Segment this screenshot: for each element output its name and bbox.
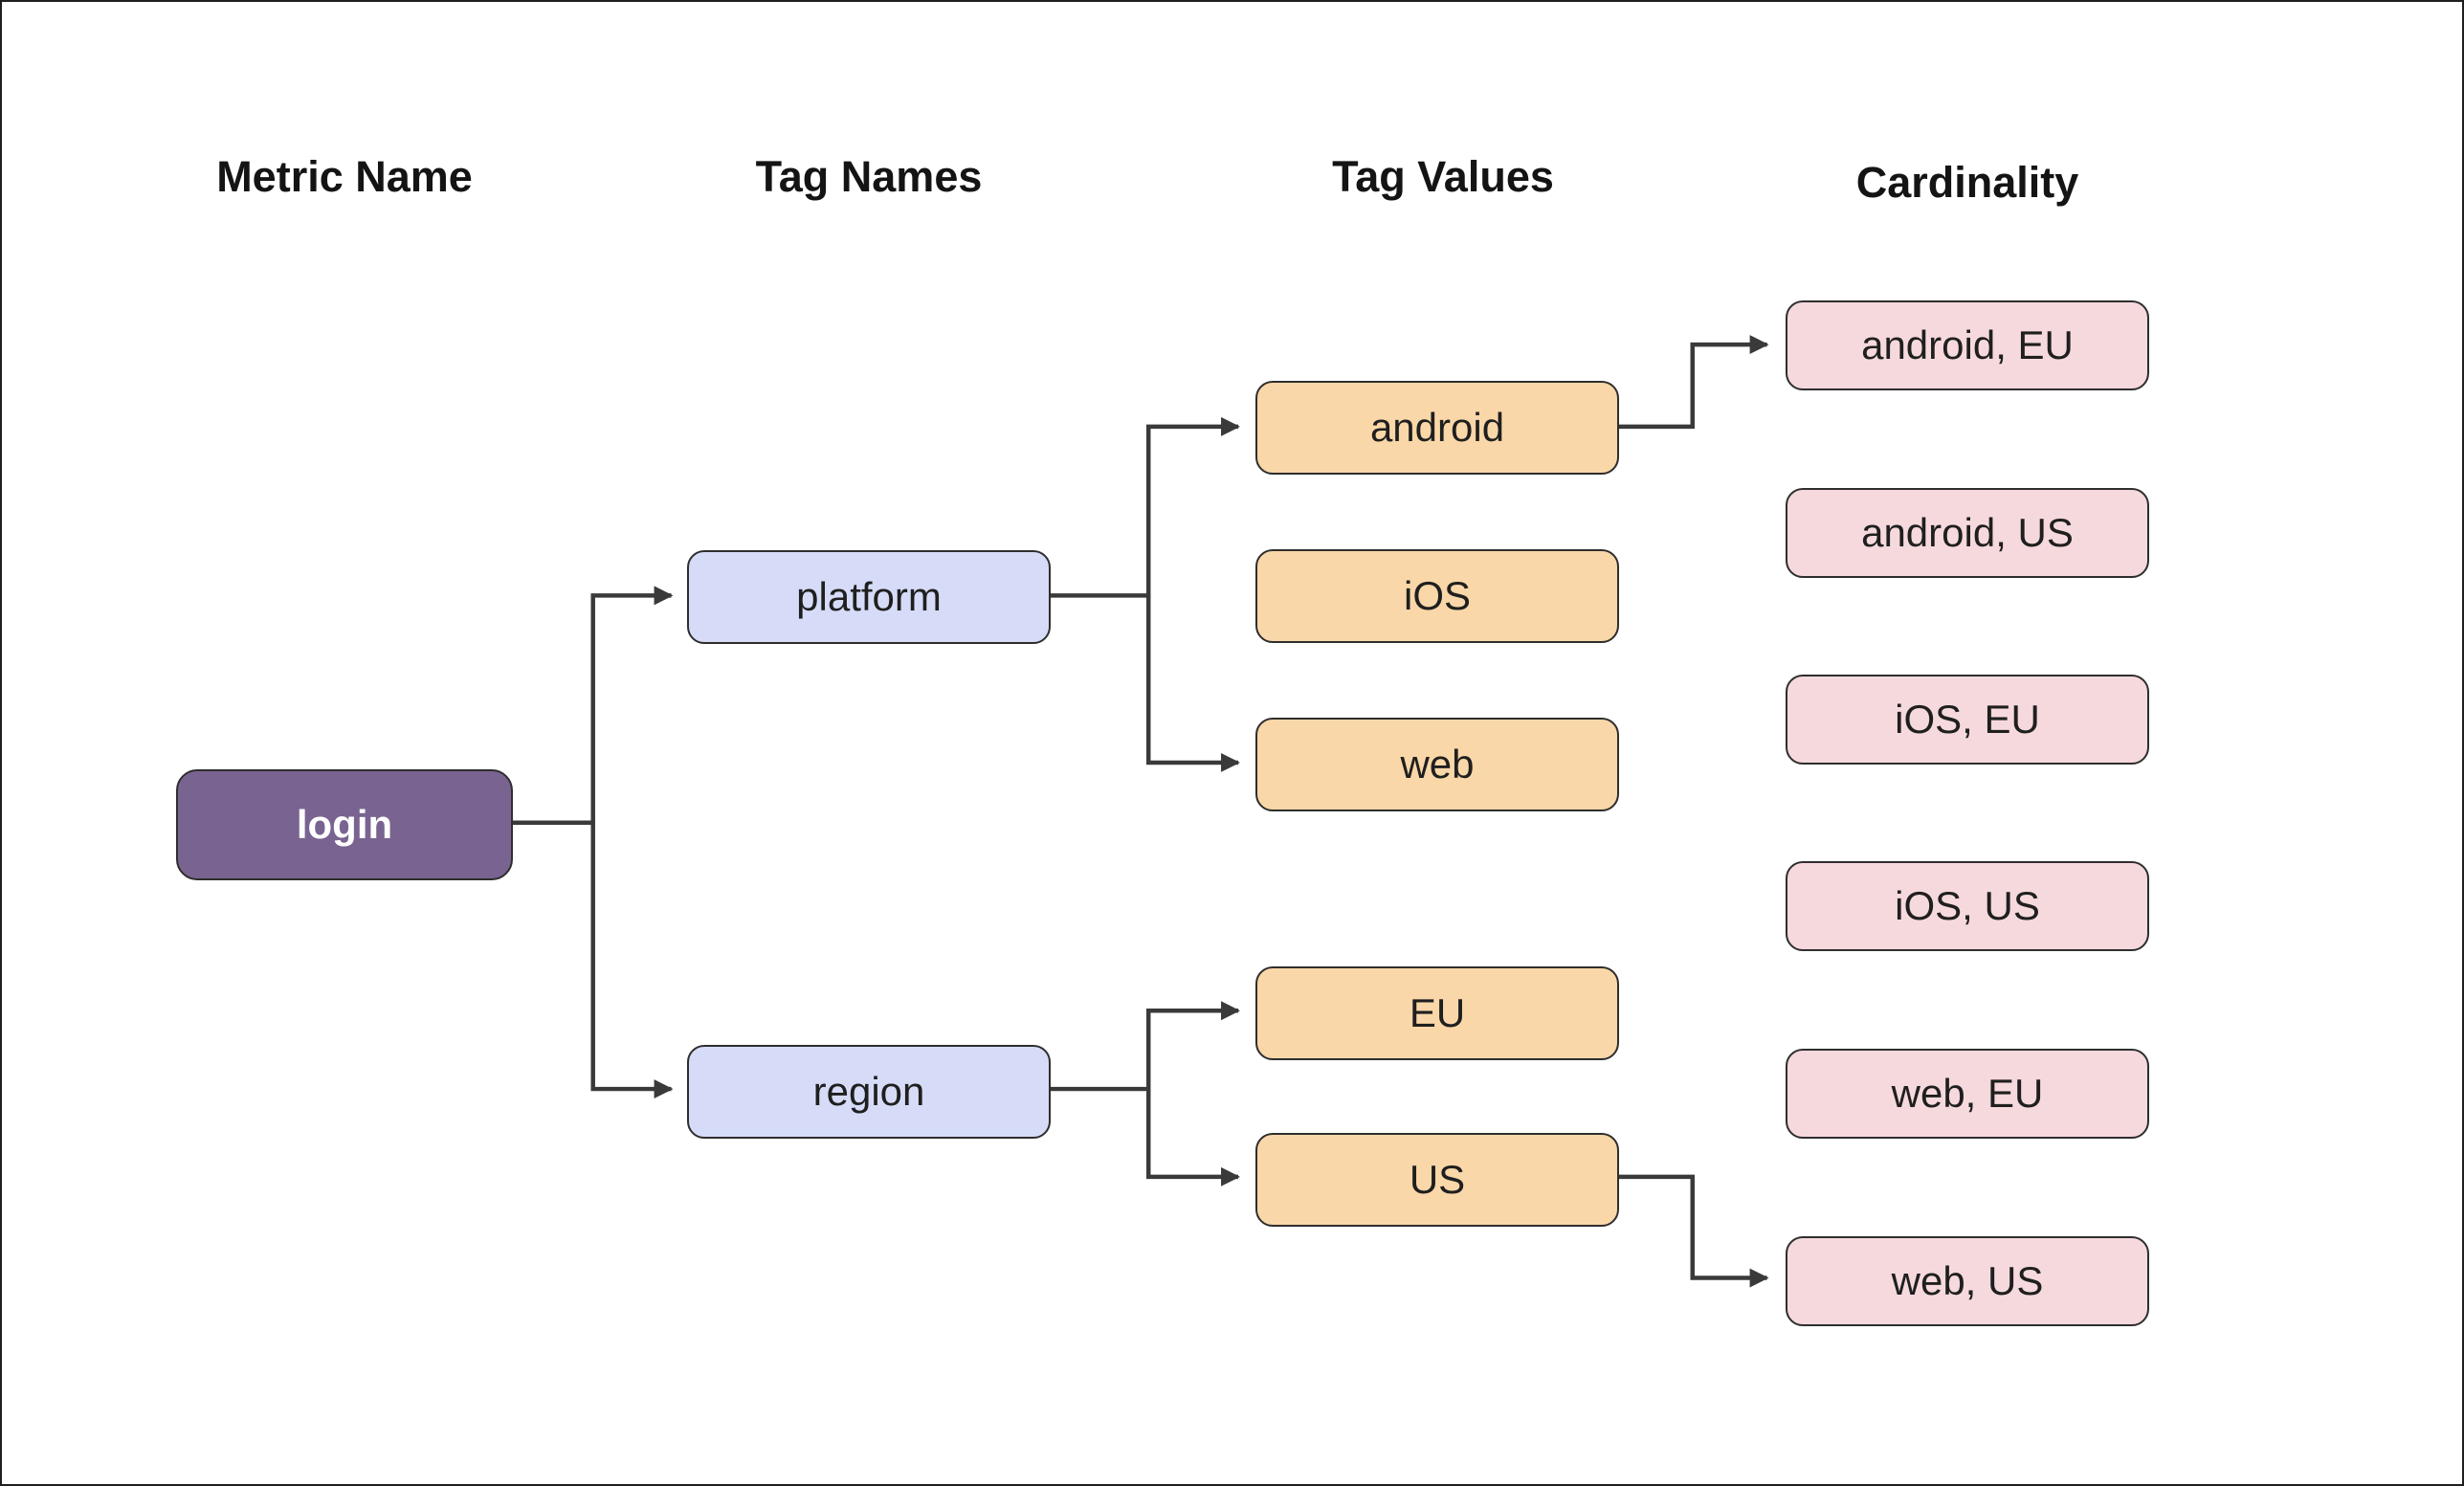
- node-ios-eu: iOS, EU: [1786, 675, 2149, 765]
- node-platform: platform: [687, 550, 1051, 644]
- edge-region-eu: [1049, 1001, 1240, 1092]
- node-region: region: [687, 1045, 1051, 1139]
- header-metric-name: Metric Name: [216, 152, 473, 201]
- edge-android-android-eu: [1615, 335, 1769, 430]
- node-web-us: web, US: [1786, 1236, 2149, 1326]
- node-web: web: [1255, 718, 1619, 811]
- node-login: login: [176, 769, 513, 880]
- header-tag-names: Tag Names: [755, 152, 983, 201]
- edge-login-platform: [512, 586, 674, 826]
- node-android-eu: android, EU: [1786, 300, 2149, 390]
- edge-platform-android: [1049, 416, 1240, 598]
- node-ios-us: iOS, US: [1786, 861, 2149, 951]
- node-us: US: [1255, 1133, 1619, 1227]
- node-android: android: [1255, 381, 1619, 475]
- node-eu: EU: [1255, 966, 1619, 1060]
- node-ios: iOS: [1255, 549, 1619, 643]
- edge-login-region: [590, 822, 674, 1099]
- edge-us-web-us: [1615, 1174, 1769, 1288]
- edge-region-us: [1145, 1089, 1240, 1187]
- edge-platform-web: [1145, 595, 1240, 772]
- node-android-us: android, US: [1786, 488, 2149, 578]
- header-tag-values: Tag Values: [1332, 152, 1554, 201]
- header-cardinality: Cardinality: [1855, 158, 2079, 207]
- node-web-eu: web, EU: [1786, 1049, 2149, 1139]
